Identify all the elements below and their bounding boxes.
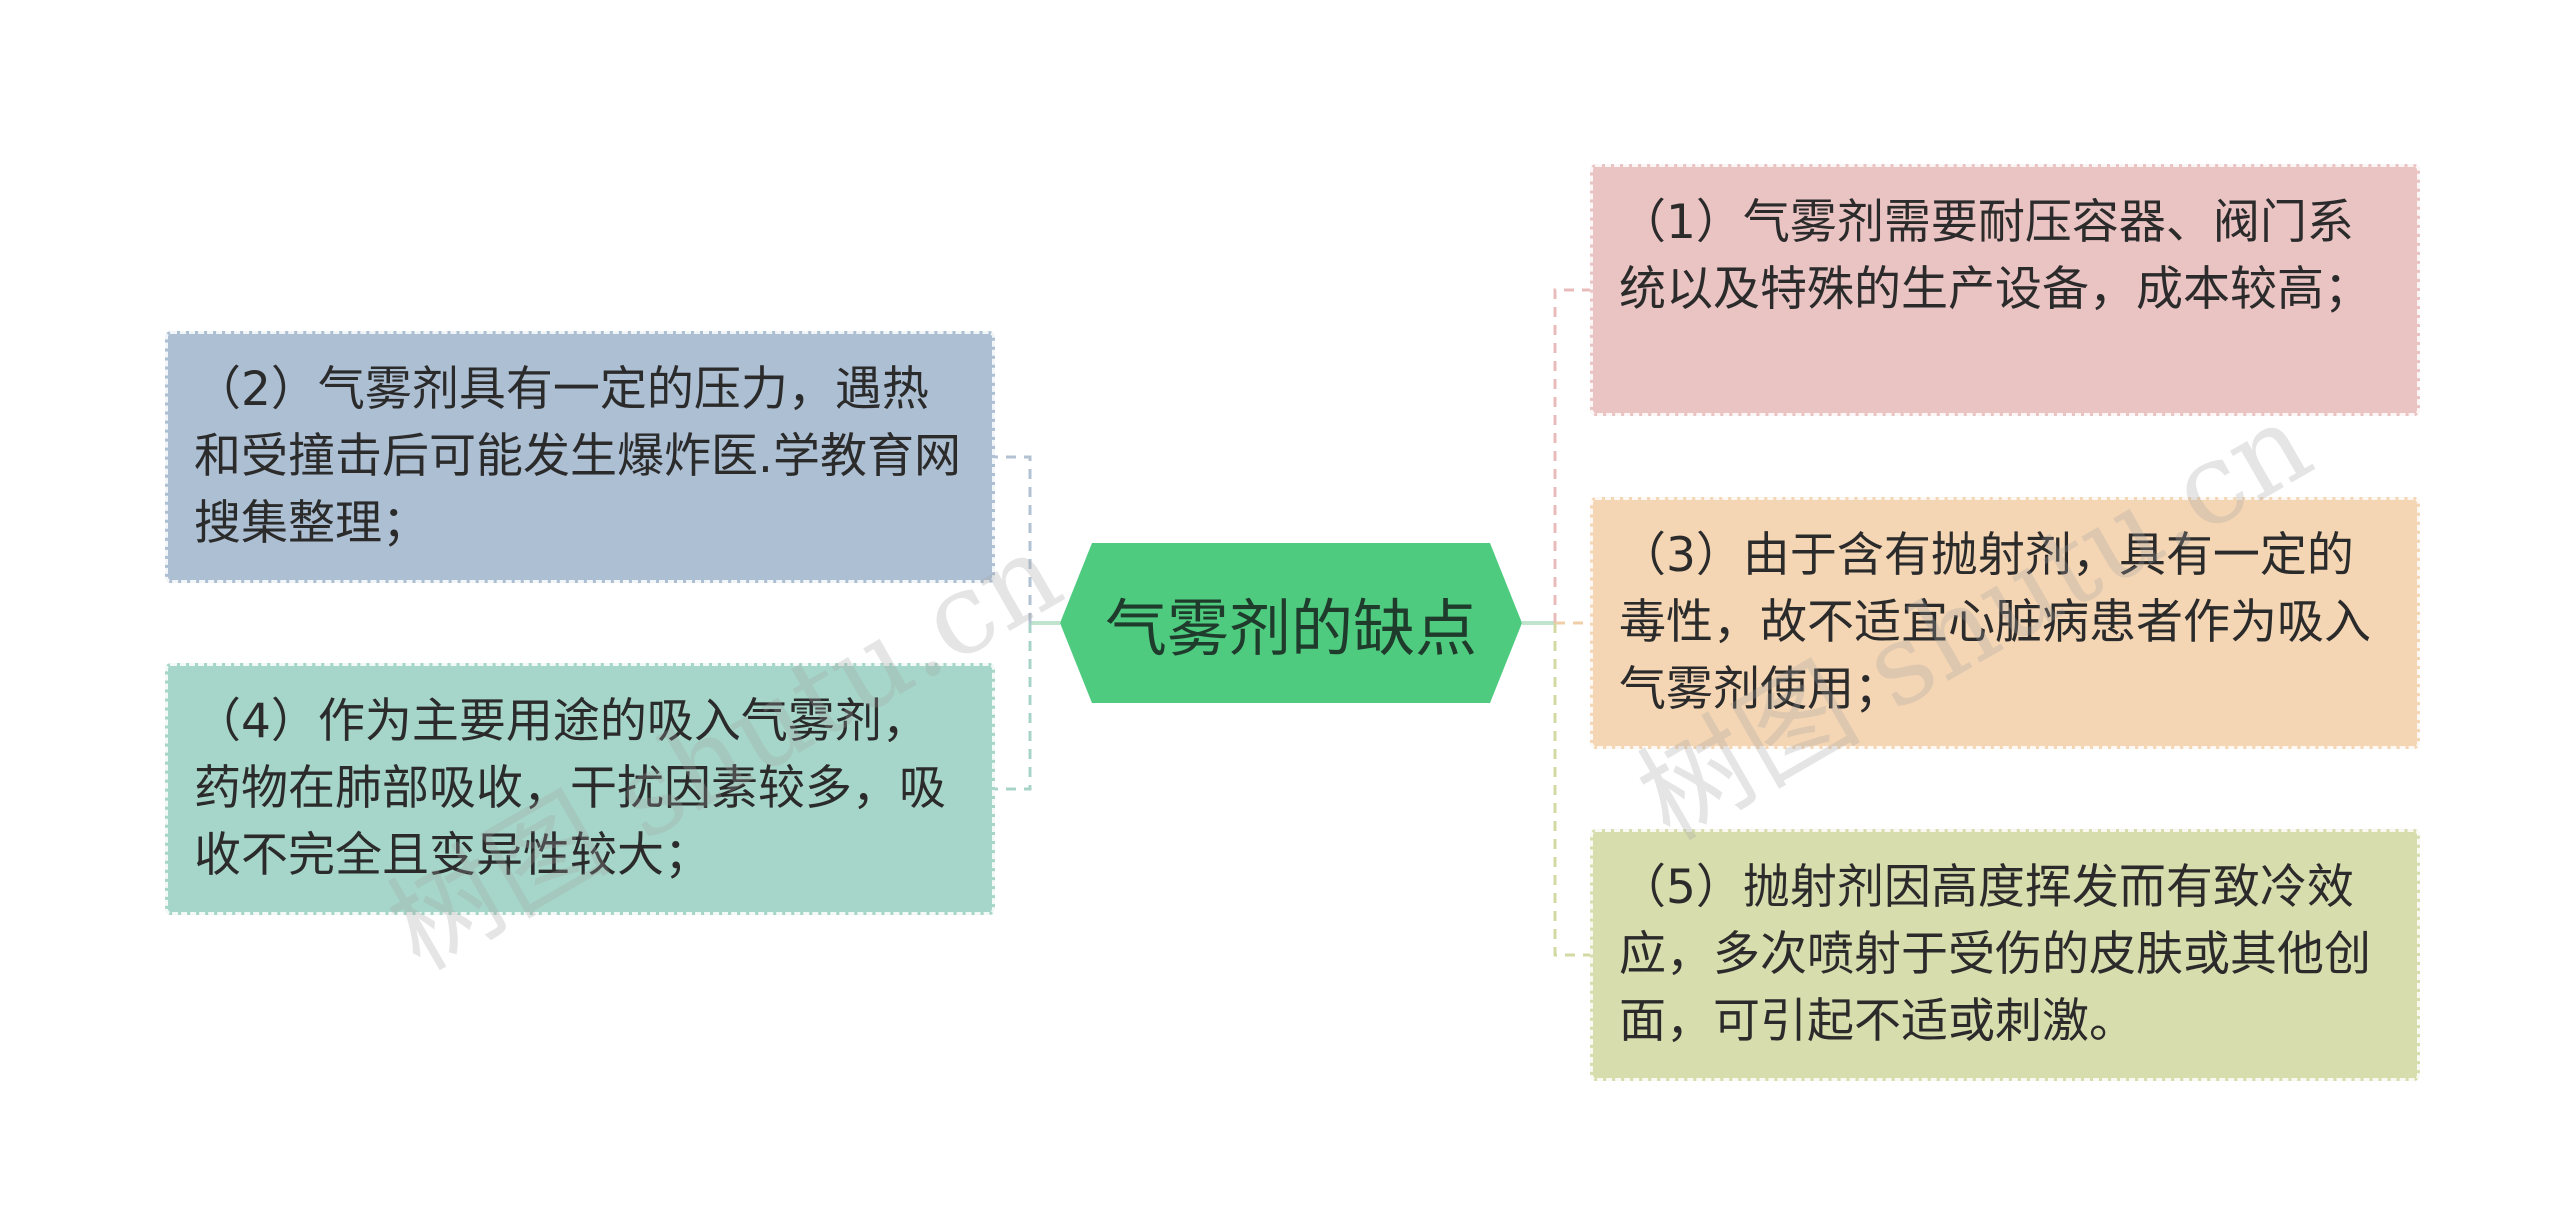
topic-node-5[interactable]: （5）抛射剂因高度挥发而有致冷效应，多次喷射于受伤的皮肤或其他创面，可引起不适或… [1590,829,2420,1081]
topic-text: （5）抛射剂因高度挥发而有致冷效应，多次喷射于受伤的皮肤或其他创面，可引起不适或… [1619,860,2371,1049]
central-topic[interactable]: 气雾剂的缺点 [1060,543,1522,703]
topic-text: （2）气雾剂具有一定的压力，遇热和受撞击后可能发生爆炸医.学教育网搜集整理； [194,362,961,551]
topic-node-1[interactable]: （1）气雾剂需要耐压容器、阀门系统以及特殊的生产设备，成本较高； [1590,164,2420,416]
topic-node-3[interactable]: （3）由于含有抛射剂，具有一定的毒性，故不适宜心脏病患者作为吸入气雾剂使用； [1590,497,2420,749]
central-hexagon-shape [1060,543,1522,703]
topic-text: （3）由于含有抛射剂，具有一定的毒性，故不适宜心脏病患者作为吸入气雾剂使用； [1619,528,2371,717]
connector-right-5 [1553,623,1590,957]
central-topic-label: 气雾剂的缺点 [1104,592,1477,665]
topic-node-2[interactable]: （2）气雾剂具有一定的压力，遇热和受撞击后可能发生爆炸医.学教育网搜集整理； [165,331,995,583]
connector-left-4 [995,623,1032,791]
topic-text: （1）气雾剂需要耐压容器、阀门系统以及特殊的生产设备，成本较高； [1619,195,2371,317]
connector-right-1 [1553,288,1590,623]
topic-text: （4）作为主要用途的吸入气雾剂，药物在肺部吸收，干扰因素较多，吸收不完全且变异性… [194,694,946,883]
connector-left-2 [995,455,1032,623]
topic-node-4[interactable]: （4）作为主要用途的吸入气雾剂，药物在肺部吸收，干扰因素较多，吸收不完全且变异性… [165,663,995,915]
